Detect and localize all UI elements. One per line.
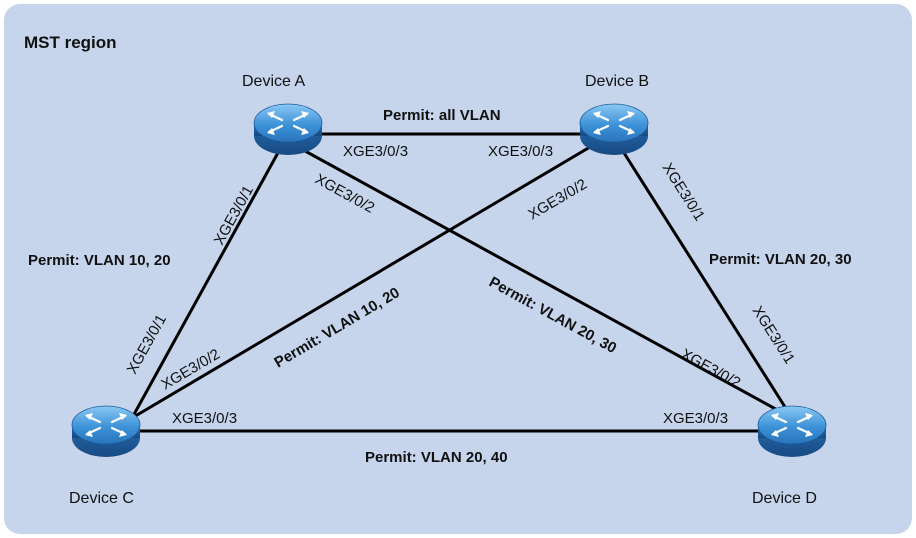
link-a-c: [130, 138, 287, 420]
port-label-c-xge303: XGE3/0/3: [172, 410, 237, 427]
link-a-d: [283, 138, 794, 420]
switch-icon: [578, 102, 650, 157]
device-b-label: Device B: [585, 73, 649, 90]
permit-label-a-b: Permit: all VLAN: [383, 107, 501, 124]
device-a-label: Device A: [242, 73, 305, 90]
permit-label-b-d: Permit: VLAN 20, 30: [709, 251, 852, 268]
port-label-a-xge303: XGE3/0/3: [343, 143, 408, 160]
device-d-label: Device D: [752, 490, 817, 507]
link-b-d: [610, 132, 794, 420]
links: [108, 132, 794, 433]
switch-icon: [70, 404, 142, 459]
device-c-label: Device C: [69, 490, 134, 507]
device-b[interactable]: Device B: [578, 73, 650, 157]
switch-icon: [252, 102, 324, 157]
device-c[interactable]: Device C: [69, 404, 142, 507]
device-a[interactable]: Device A: [242, 73, 324, 157]
port-label-b-xge303: XGE3/0/3: [488, 143, 553, 160]
link-b-c: [130, 132, 614, 420]
device-d[interactable]: Device D: [752, 404, 828, 507]
permit-label-c-d: Permit: VLAN 20, 40: [365, 449, 508, 466]
port-label-d-xge303: XGE3/0/3: [663, 410, 728, 427]
switch-icon: [756, 404, 828, 459]
mst-region-background: [4, 4, 912, 534]
region-title: MST region: [24, 33, 117, 52]
permit-label-a-c: Permit: VLAN 10, 20: [28, 252, 171, 269]
